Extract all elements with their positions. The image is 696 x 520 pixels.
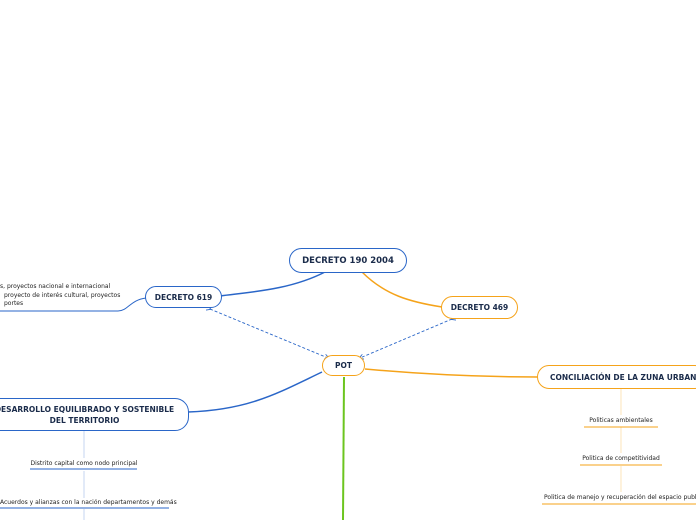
link-619-notes <box>0 297 147 312</box>
node-pot[interactable]: POT <box>322 355 365 376</box>
link-pot-desarrollo <box>187 371 323 413</box>
link-190-469 <box>361 271 443 308</box>
decreto-619-note-1: s, proyectos nacional e internacional <box>0 283 111 290</box>
node-conciliacion-label: CONCILIACIÓN DE LA ZUNA URBANA <box>550 372 696 382</box>
node-pot-label: POT <box>335 361 352 370</box>
decreto-619-notes: s, proyectos nacional e internacional pr… <box>0 283 120 309</box>
link-190-619 <box>219 271 326 297</box>
decreto-619-note-3: portes <box>4 300 24 307</box>
dashed-469-pot <box>360 319 452 358</box>
node-decreto-619-label: DECRETO 619 <box>154 292 213 302</box>
conciliacion-item-2[interactable]: Politica de competitividad <box>582 455 660 462</box>
node-desarrollo-label-1: DESARROLLO EQUILIBRADO Y SOSTENIBLE <box>0 404 175 414</box>
decreto-619-note-2: proyecto de interés cultural, proyectos <box>4 291 121 299</box>
node-decreto-469-label: DECRETO 469 <box>450 303 509 312</box>
dashed-619-pot <box>210 309 328 358</box>
node-decreto-469[interactable]: DECRETO 469 <box>441 296 518 319</box>
node-desarrollo[interactable]: DESARROLLO EQUILIBRADO Y SOSTENIBLE DEL … <box>0 398 189 431</box>
node-decreto-190[interactable]: DECRETO 190 2004 <box>289 248 407 273</box>
node-desarrollo-label-2: DEL TERRITORIO <box>49 415 120 425</box>
conciliacion-item-1[interactable]: Politicas ambientales <box>589 417 653 424</box>
node-conciliacion[interactable]: CONCILIACIÓN DE LA ZUNA URBANA <box>537 365 696 389</box>
node-decreto-190-label: DECRETO 190 2004 <box>302 255 394 266</box>
desarrollo-item-1[interactable]: Distrito capital como nodo principal <box>30 460 138 467</box>
node-decreto-619[interactable]: DECRETO 619 <box>145 286 222 308</box>
link-pot-down <box>342 376 345 520</box>
desarrollo-item-2[interactable]: Acuerdos y alianzas con la nación depart… <box>0 499 177 506</box>
link-pot-conciliacion <box>364 368 539 378</box>
conciliacion-item-3[interactable]: Politica de manejo y recuperación del es… <box>544 494 696 501</box>
